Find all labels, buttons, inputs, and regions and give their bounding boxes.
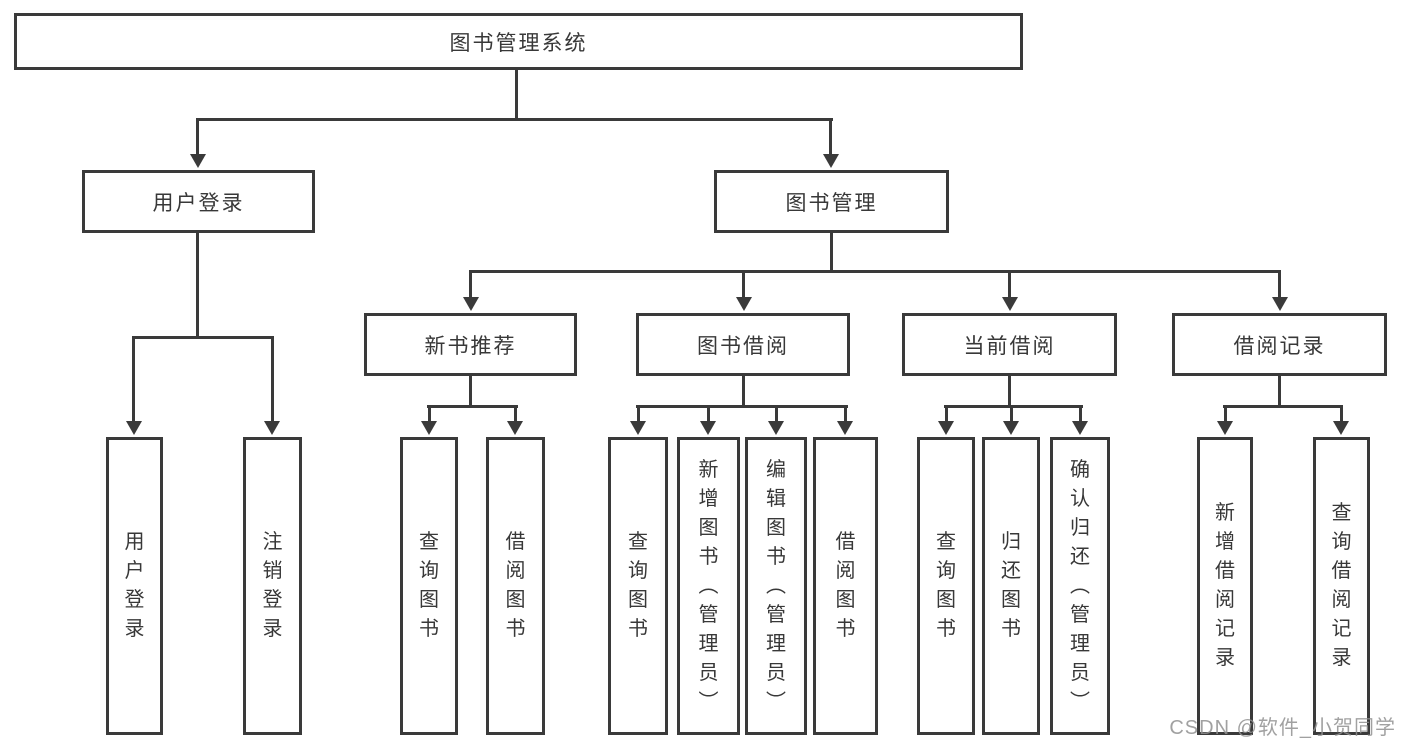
connector-line bbox=[469, 273, 472, 299]
leaf-query-books-recommend-label: 查 询 图 书 bbox=[419, 531, 439, 640]
connector-line bbox=[1008, 375, 1011, 407]
leaf-query-books-recommend: 查 询 图 书 bbox=[400, 437, 458, 735]
connector-line bbox=[944, 405, 1083, 408]
connector-line bbox=[830, 233, 833, 272]
leaf-query-borrow-record: 查 询 借 阅 记 录 bbox=[1313, 437, 1370, 735]
connector-line bbox=[636, 405, 848, 408]
connector-line bbox=[132, 336, 274, 339]
connector-line bbox=[945, 408, 948, 422]
connector-line bbox=[1079, 408, 1082, 422]
connector-line bbox=[196, 233, 199, 339]
node-new-book-recommend-label: 新书推荐 bbox=[424, 334, 517, 358]
arrowhead-down-icon bbox=[421, 421, 437, 435]
leaf-query-books-current: 查 询 图 书 bbox=[917, 437, 975, 735]
connector-line bbox=[196, 121, 199, 155]
leaf-add-borrow-record: 新 增 借 阅 记 录 bbox=[1197, 437, 1253, 735]
node-new-book-recommend: 新书推荐 bbox=[364, 313, 577, 376]
node-book-borrowing-label: 图书借阅 bbox=[697, 334, 789, 358]
leaf-user-login-label: 用 户 登 录 bbox=[124, 531, 145, 640]
node-borrow-records-label: 借阅记录 bbox=[1233, 334, 1326, 358]
arrowhead-down-icon bbox=[1072, 421, 1088, 435]
connector-line bbox=[469, 375, 472, 407]
leaf-query-books-borrowing-label: 查 询 图 书 bbox=[628, 531, 648, 640]
arrowhead-down-icon bbox=[700, 421, 716, 435]
node-borrow-records: 借阅记录 bbox=[1172, 313, 1387, 376]
leaf-borrow-books-recommend-label: 借 阅 图 书 bbox=[505, 531, 526, 640]
connector-line bbox=[427, 405, 518, 408]
arrowhead-down-icon bbox=[938, 421, 954, 435]
connector-line bbox=[1224, 408, 1227, 422]
node-root-label: 图书管理系统 bbox=[449, 31, 588, 55]
arrowhead-down-icon bbox=[463, 297, 479, 311]
node-book-borrowing: 图书借阅 bbox=[636, 313, 850, 376]
arrowhead-down-icon bbox=[1217, 421, 1233, 435]
connector-line bbox=[515, 70, 518, 120]
arrowhead-down-icon bbox=[1003, 421, 1019, 435]
node-current-borrowing-label: 当前借阅 bbox=[963, 334, 1056, 358]
arrowhead-down-icon bbox=[264, 421, 280, 435]
leaf-add-book-admin-label: 新 增 图 书 ︵ 管 理 员 ︶ bbox=[698, 458, 719, 713]
arrowhead-down-icon bbox=[1002, 297, 1018, 311]
leaf-borrow-books: 借 阅 图 书 bbox=[813, 437, 878, 735]
connector-line bbox=[742, 375, 745, 407]
leaf-return-book: 归 还 图 书 bbox=[982, 437, 1040, 735]
leaf-borrow-books-recommend: 借 阅 图 书 bbox=[486, 437, 545, 735]
node-book-management-branch-label: 图书管理 bbox=[785, 191, 878, 215]
connector-line bbox=[742, 273, 745, 299]
connector-line bbox=[637, 408, 640, 422]
leaf-return-book-label: 归 还 图 书 bbox=[1001, 531, 1021, 640]
connector-line bbox=[707, 408, 710, 422]
connector-line bbox=[1340, 408, 1343, 422]
leaf-borrow-books-label: 借 阅 图 书 bbox=[835, 531, 856, 640]
leaf-add-book-admin: 新 增 图 书 ︵ 管 理 员 ︶ bbox=[677, 437, 740, 735]
arrowhead-down-icon bbox=[190, 154, 206, 168]
connector-line bbox=[1223, 405, 1343, 408]
node-current-borrowing: 当前借阅 bbox=[902, 313, 1117, 376]
connector-line bbox=[1278, 273, 1281, 299]
leaf-logout: 注 销 登 录 bbox=[243, 437, 302, 735]
leaf-confirm-return-admin: 确 认 归 还 ︵ 管 理 员 ︶ bbox=[1050, 437, 1110, 735]
connector-line bbox=[844, 408, 847, 422]
connector-line bbox=[132, 339, 135, 422]
leaf-user-login: 用 户 登 录 bbox=[106, 437, 163, 735]
connector-line bbox=[196, 118, 833, 121]
node-root: 图书管理系统 bbox=[14, 13, 1023, 70]
arrowhead-down-icon bbox=[768, 421, 784, 435]
connector-line bbox=[469, 270, 1281, 273]
leaf-add-borrow-record-label: 新 增 借 阅 记 录 bbox=[1215, 502, 1235, 669]
arrowhead-down-icon bbox=[837, 421, 853, 435]
connector-line bbox=[1010, 408, 1013, 422]
node-user-login-branch-label: 用户登录 bbox=[152, 191, 245, 215]
connector-line bbox=[514, 408, 517, 422]
leaf-confirm-return-admin-label: 确 认 归 还 ︵ 管 理 员 ︶ bbox=[1070, 458, 1090, 713]
arrowhead-down-icon bbox=[1272, 297, 1288, 311]
arrowhead-down-icon bbox=[507, 421, 523, 435]
leaf-query-books-current-label: 查 询 图 书 bbox=[936, 531, 956, 640]
arrowhead-down-icon bbox=[1333, 421, 1349, 435]
node-book-management-branch: 图书管理 bbox=[714, 170, 949, 233]
connector-line bbox=[428, 408, 431, 422]
arrowhead-down-icon bbox=[823, 154, 839, 168]
connector-line bbox=[1008, 273, 1011, 299]
leaf-logout-label: 注 销 登 录 bbox=[262, 531, 283, 640]
connector-line bbox=[829, 121, 832, 155]
connector-line bbox=[1278, 375, 1281, 407]
arrowhead-down-icon bbox=[126, 421, 142, 435]
connector-line bbox=[775, 408, 778, 422]
leaf-query-books-borrowing: 查 询 图 书 bbox=[608, 437, 668, 735]
arrowhead-down-icon bbox=[736, 297, 752, 311]
arrowhead-down-icon bbox=[630, 421, 646, 435]
leaf-query-borrow-record-label: 查 询 借 阅 记 录 bbox=[1331, 502, 1352, 669]
connector-line bbox=[271, 339, 274, 422]
node-user-login-branch: 用户登录 bbox=[82, 170, 315, 233]
csdn-watermark: CSDN @软件_小贺同学 bbox=[1169, 717, 1396, 739]
leaf-edit-book-admin: 编 辑 图 书 ︵ 管 理 员 ︶ bbox=[745, 437, 807, 735]
leaf-edit-book-admin-label: 编 辑 图 书 ︵ 管 理 员 ︶ bbox=[766, 458, 786, 713]
